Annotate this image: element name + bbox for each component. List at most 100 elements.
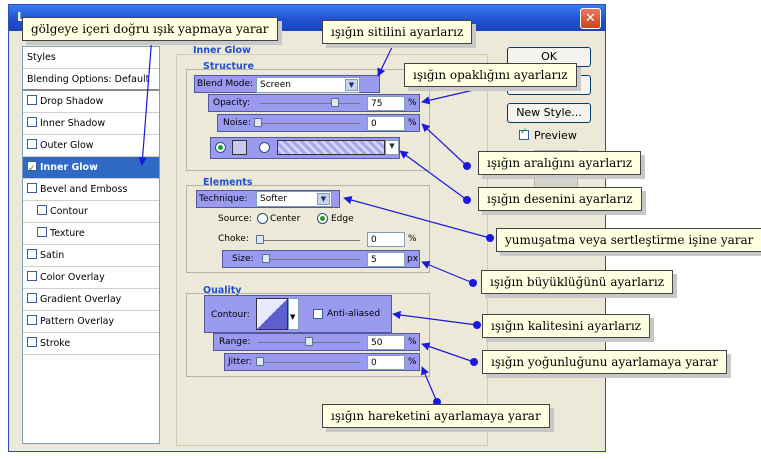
range-label: Range: — [219, 337, 251, 347]
jitter-slider-thumb[interactable] — [256, 357, 264, 366]
styles-list-item-label: Blending Options: Default — [27, 74, 150, 85]
jitter-percent: % — [408, 357, 417, 367]
jitter-input[interactable]: 0 — [367, 355, 405, 370]
size-input[interactable]: 5 — [367, 252, 405, 267]
jitter-slider[interactable] — [258, 362, 360, 363]
size-unit: px — [407, 254, 419, 264]
callout-blend-mode: ışığın sitilini ayarlarız — [322, 20, 473, 44]
structure-panel — [186, 69, 430, 171]
callout-range: ışığın yoğunluğunu ayarlamaya yarar — [482, 350, 727, 374]
styles-list-item[interactable]: Bevel and Emboss — [23, 179, 159, 201]
arrow-origin-dot — [486, 234, 494, 242]
new-style-button[interactable]: New Style... — [507, 103, 591, 123]
style-checkbox[interactable] — [37, 205, 47, 215]
blend-mode-select[interactable]: Screen ▼ — [256, 77, 360, 93]
noise-percent: % — [408, 118, 417, 128]
contour-dropdown[interactable]: ▼ — [288, 298, 299, 330]
style-checkbox[interactable] — [27, 337, 37, 347]
callout-inner-glow: gölgeye içeri doğru ışık yapmaya yarar — [22, 17, 278, 41]
opacity-percent: % — [408, 98, 417, 108]
opacity-input[interactable]: 75 — [367, 96, 405, 111]
chevron-down-icon: ▼ — [290, 313, 296, 321]
gradient-dropdown[interactable]: ▼ — [385, 140, 399, 155]
noise-input[interactable]: 0 — [367, 116, 405, 131]
opacity-slider-thumb[interactable] — [331, 98, 339, 107]
size-slider[interactable] — [262, 259, 360, 260]
callout-contour: ışığın kalitesini ayarlarız — [482, 314, 651, 338]
choke-slider-thumb[interactable] — [256, 235, 264, 244]
styles-list-item[interactable]: Pattern Overlay — [23, 311, 159, 333]
inner-glow-panel — [176, 54, 488, 446]
gradient-fill-radio[interactable] — [259, 142, 270, 153]
preview-checkbox[interactable] — [519, 127, 529, 140]
size-slider-thumb[interactable] — [262, 254, 270, 263]
technique-select[interactable]: Softer ▼ — [256, 191, 332, 207]
glow-color-swatch[interactable] — [232, 140, 247, 155]
styles-list-item[interactable]: Drop Shadow — [23, 91, 159, 113]
style-checkbox[interactable] — [27, 158, 37, 180]
choke-input[interactable]: 0 — [367, 232, 405, 247]
contour-label: Contour: — [211, 310, 250, 320]
style-checkbox[interactable] — [27, 249, 37, 259]
styles-list-item[interactable]: Gradient Overlay — [23, 289, 159, 311]
style-checkbox[interactable] — [37, 227, 47, 237]
arrow-origin-dot — [463, 196, 471, 204]
arrow-contour — [392, 310, 478, 326]
range-input[interactable]: 50 — [367, 335, 405, 350]
source-center-radio[interactable] — [257, 213, 268, 224]
close-button[interactable]: ✕ — [580, 8, 601, 29]
arrow-origin-dot — [470, 358, 478, 366]
styles-list-item-label: Outer Glow — [40, 140, 94, 151]
elements-title: Elements — [203, 177, 253, 188]
chevron-down-icon: ▼ — [386, 141, 398, 154]
size-label: Size: — [232, 254, 254, 264]
arrow-range — [421, 342, 475, 363]
style-checkbox[interactable] — [27, 293, 37, 303]
style-checkbox[interactable] — [27, 117, 37, 127]
choke-percent: % — [408, 234, 417, 244]
style-checkbox[interactable] — [27, 271, 37, 281]
styles-list-item[interactable]: Inner Shadow — [23, 113, 159, 135]
styles-list-item-label: Inner Glow — [40, 162, 98, 173]
styles-list-item[interactable]: Stroke — [23, 333, 159, 355]
styles-list-item[interactable]: Inner Glow — [23, 157, 159, 180]
contour-preview[interactable] — [256, 298, 288, 330]
noise-slider-thumb[interactable] — [254, 118, 262, 127]
styles-list-item[interactable]: Texture — [23, 223, 159, 245]
styles-list-item-label: Drop Shadow — [40, 96, 104, 107]
styles-list-item-label: Gradient Overlay — [40, 294, 122, 305]
noise-slider[interactable] — [258, 123, 360, 124]
range-slider-thumb[interactable] — [305, 337, 313, 346]
style-checkbox[interactable] — [27, 139, 37, 149]
chevron-down-icon: ▼ — [317, 193, 330, 205]
preview-label: Preview — [534, 129, 577, 142]
arrow-gradient — [399, 150, 468, 201]
dialog-title: L — [17, 10, 25, 24]
blend-mode-label: Blend Mode: — [197, 79, 254, 89]
callout-gradient: ışığın desenini ayarlarız — [478, 187, 642, 211]
styles-list-item[interactable]: Satin — [23, 245, 159, 267]
style-checkbox[interactable] — [27, 183, 37, 193]
blend-mode-value: Screen — [260, 80, 291, 90]
source-edge-label: Edge — [331, 214, 354, 224]
arrow-opacity — [421, 85, 492, 105]
structure-title: Structure — [203, 61, 254, 72]
quality-panel — [186, 293, 430, 377]
source-edge-radio[interactable] — [317, 213, 328, 224]
styles-list-item[interactable]: Color Overlay — [23, 267, 159, 289]
style-checkbox[interactable] — [27, 95, 37, 105]
color-fill-radio[interactable] — [215, 142, 226, 153]
opacity-slider[interactable] — [260, 103, 360, 104]
anti-aliased-checkbox[interactable] — [313, 309, 323, 319]
styles-list-item[interactable]: Outer Glow — [23, 135, 159, 157]
style-checkbox[interactable] — [27, 315, 37, 325]
styles-list-item[interactable]: Blending Options: Default — [23, 69, 159, 91]
callout-noise: ışığın aralığını ayarlarız — [478, 151, 642, 175]
choke-slider[interactable] — [258, 240, 360, 241]
glow-gradient-picker[interactable] — [277, 140, 385, 155]
styles-list-item[interactable]: Styles — [23, 47, 159, 69]
styles-list-item[interactable]: Contour — [23, 201, 159, 223]
